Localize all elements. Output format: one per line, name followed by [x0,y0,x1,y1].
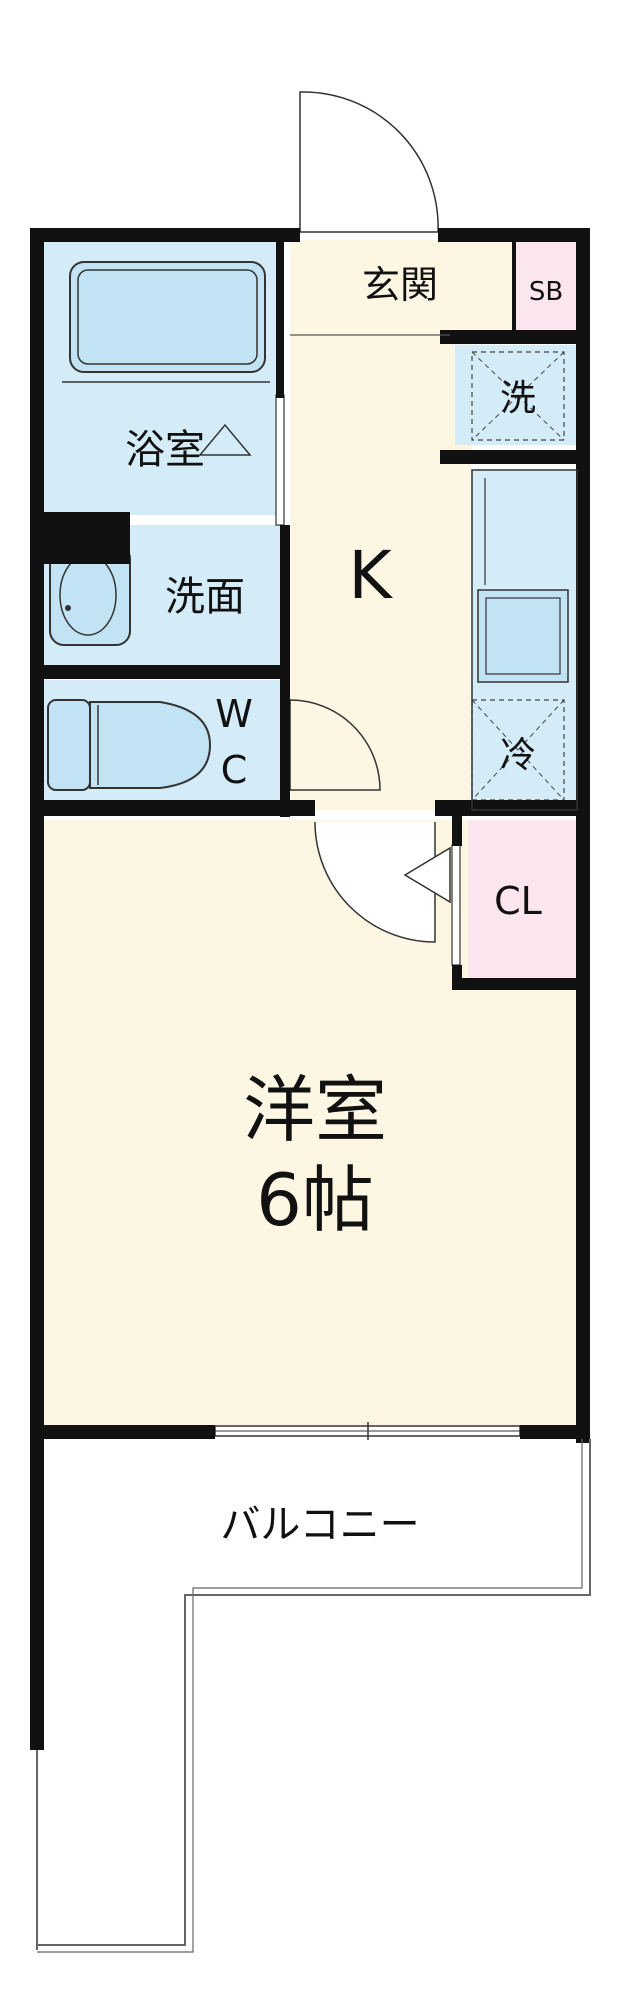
toilet-tank [47,699,91,791]
bathroom-sliding-door [275,394,285,526]
closet-area [468,820,582,980]
kitchen-label: K [348,537,393,614]
entrance-area [290,240,515,335]
balcony-label: バルコニー [220,1502,419,1548]
bathroom-label: 浴室 [125,427,205,473]
washer-space-icon [471,351,565,441]
washer-label: 洗 [500,378,536,419]
western-room-label: 洋室 [243,1068,387,1152]
entrance-door-swing [299,91,439,233]
shoe-box-area [515,240,577,335]
bathtub [69,261,266,373]
shoe-box-label: SB [529,277,563,307]
toilet-bowl [89,701,212,789]
toilet-label-c: C [221,748,248,792]
shower-drain-icon [198,423,252,456]
room-door-swing [314,821,436,943]
toilet-door-swing [289,699,381,791]
toilet-label-w: W [215,692,253,736]
washer-area [455,345,577,445]
closet-door-icon [403,846,451,904]
walls [30,228,590,1750]
balcony-outline [37,1439,591,1946]
washroom-label: 洗面 [165,574,245,620]
fridge-label: 冷 [500,735,536,776]
kitchen-sink [477,589,569,683]
entrance-label: 玄関 [362,263,438,307]
closet-label: CL [494,879,542,923]
western-room-size-label: 6帖 [256,1158,374,1242]
